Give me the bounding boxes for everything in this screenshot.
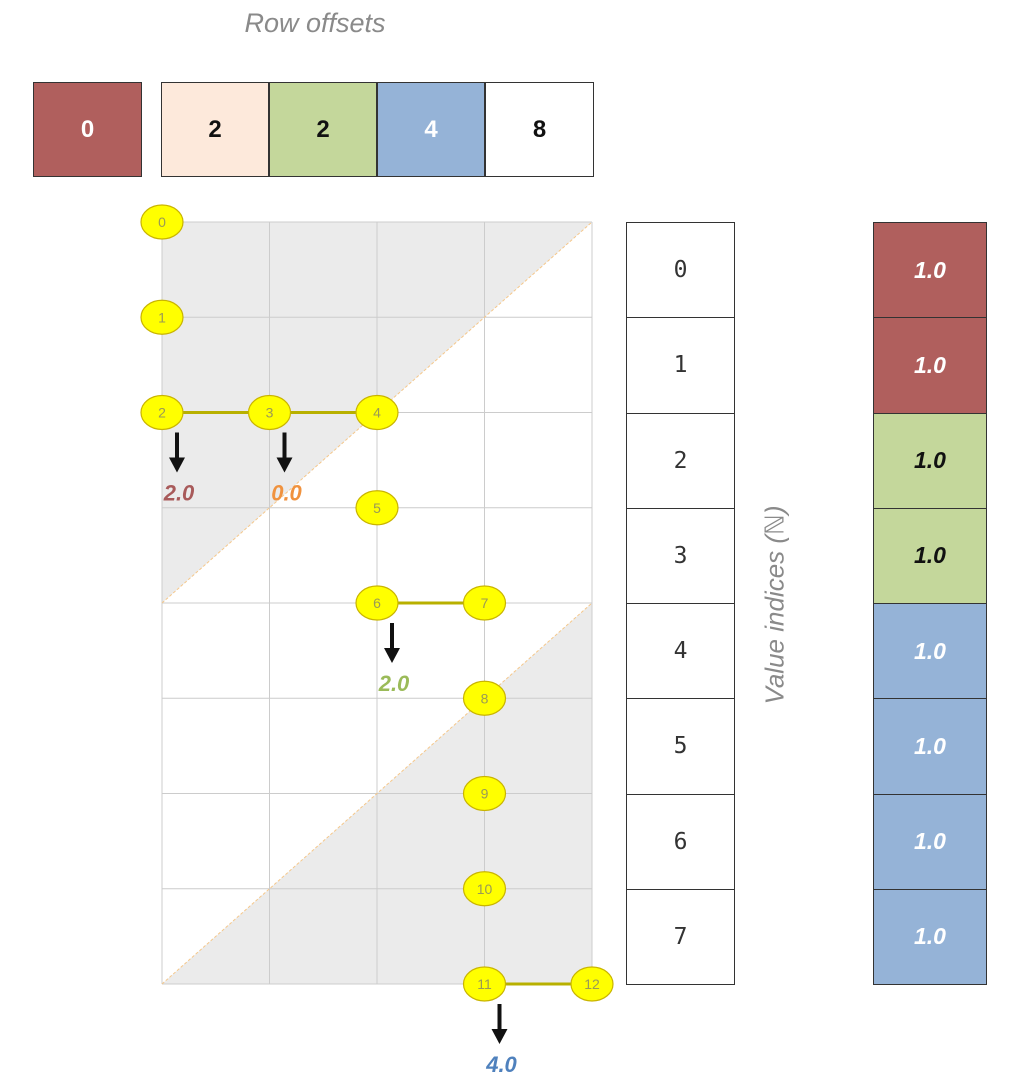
- value-cell: 1.0: [873, 412, 987, 509]
- value-index-cell: 1: [626, 317, 735, 414]
- down-arrow-head-icon: [384, 648, 400, 663]
- row-offset-cell: 8: [485, 82, 594, 177]
- path-node-label: 1: [158, 309, 166, 325]
- path-node-label: 3: [266, 405, 274, 421]
- row-offset-cell: 2: [269, 82, 377, 177]
- value-index-cell: 5: [626, 698, 735, 795]
- path-node: [462, 585, 507, 621]
- value-cell: 1.0: [873, 698, 987, 795]
- value-cell: 1.0: [873, 603, 987, 700]
- value-cell: 1.0: [873, 793, 987, 890]
- down-arrow-head-icon: [276, 457, 293, 473]
- value-index-cell: 3: [626, 507, 735, 604]
- output-value-label: 4.0: [485, 1052, 517, 1077]
- output-value-label: 2.0: [163, 481, 195, 506]
- down-arrow-head-icon: [491, 1029, 508, 1044]
- diagonal-line: [161, 602, 593, 985]
- row-offsets-title: Row offsets: [244, 8, 386, 38]
- path-node-label: 10: [477, 881, 493, 897]
- path-node: [462, 680, 507, 716]
- value-indices-label-text: Value indices (ℕ): [759, 505, 790, 705]
- path-node: [355, 394, 399, 431]
- path-node-label: 9: [481, 786, 489, 802]
- value-index-cell: 0: [626, 222, 735, 319]
- row-offset-cell-first: 0: [33, 82, 142, 177]
- path-node: [247, 394, 292, 431]
- path-node-label: 0: [158, 214, 166, 230]
- path-node-label: 5: [373, 500, 381, 516]
- path-node: [355, 585, 399, 621]
- row-offset-cell: 2: [161, 82, 269, 177]
- path-node-label: 6: [373, 595, 381, 611]
- row-offset-cell: 4: [377, 82, 485, 177]
- path-node: [462, 775, 507, 812]
- path-node-label: 12: [584, 976, 600, 992]
- path-node: [462, 966, 507, 1002]
- path-node: [570, 966, 614, 1002]
- path-node-label: 4: [373, 405, 381, 421]
- value-cell: 1.0: [873, 888, 987, 985]
- path-node-label: 11: [477, 976, 492, 992]
- value-index-cell: 6: [626, 793, 735, 890]
- value-index-cell: 2: [626, 412, 735, 509]
- path-node: [140, 204, 184, 240]
- down-arrow-head-icon: [169, 457, 185, 473]
- value-cell: 1.0: [873, 507, 987, 604]
- output-value-label: 2.0: [378, 671, 410, 696]
- value-cell: 1.0: [873, 222, 987, 319]
- path-node: [140, 394, 184, 431]
- path-node-label: 7: [481, 595, 489, 611]
- path-node: [462, 871, 507, 907]
- path-node-label: 2: [158, 405, 166, 421]
- value-index-cell: 7: [626, 888, 735, 985]
- value-cell: 1.0: [873, 317, 987, 414]
- output-value-label: 0.0: [271, 481, 302, 506]
- path-node: [355, 490, 399, 526]
- path-node-label: 8: [481, 690, 489, 706]
- value-index-cell: 4: [626, 603, 735, 700]
- path-node: [140, 299, 184, 335]
